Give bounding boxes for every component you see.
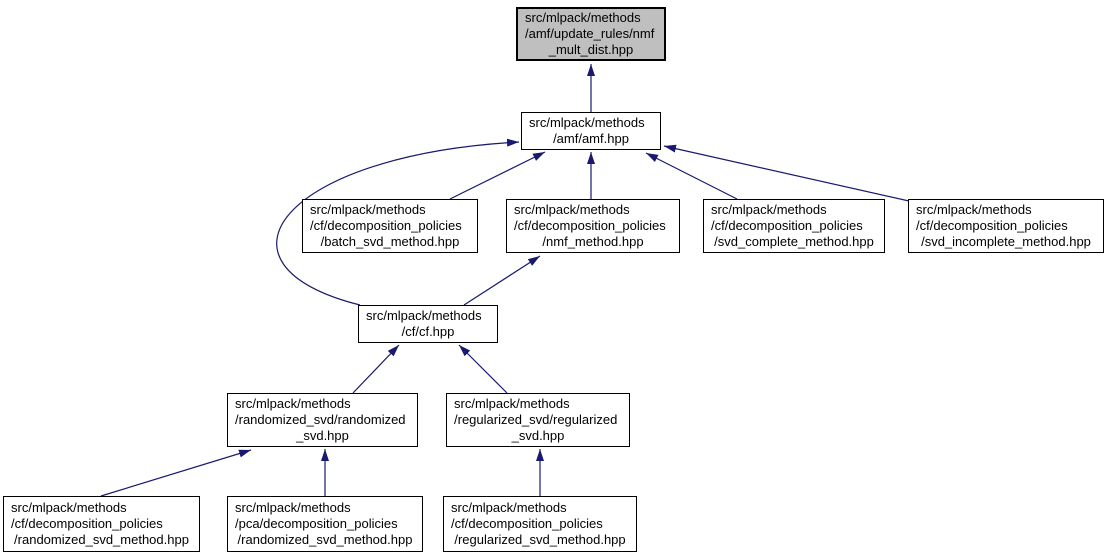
graph-node-label-line: /svd_complete_method.hpp: [714, 234, 874, 249]
graph-node-label-line: _mult_dist.hpp: [548, 42, 634, 57]
graph-node-label-line: /cf/cf.hpp: [401, 324, 455, 339]
edge-randomized_svd-to-cf: [352, 344, 400, 394]
graph-node-nmf_method[interactable]: src/mlpack/methods/cf/decomposition_poli…: [506, 199, 680, 253]
graph-node-label-line: /cf/decomposition_policies: [11, 516, 163, 531]
graph-node-amf[interactable]: src/mlpack/methods/amf/amf.hpp: [521, 112, 661, 150]
graph-node-label-line: src/mlpack/methods: [11, 500, 127, 515]
edge-batch_svd_method-to-amf: [449, 151, 546, 200]
graph-node-label-line: _svd.hpp: [296, 428, 349, 443]
graph-node-label-line: src/mlpack/methods: [235, 396, 351, 411]
edge-cf_randomized_svd_method-to-randomized_svd: [100, 449, 252, 497]
graph-node-nmf_mult_dist[interactable]: src/mlpack/methods/amf/update_rules/nmf_…: [516, 7, 666, 61]
graph-node-label-line: /randomized_svd/randomized: [235, 412, 406, 427]
graph-node-label-line: /regularized_svd_method.hpp: [454, 532, 626, 547]
graph-node-svd_complete[interactable]: src/mlpack/methods/cf/decomposition_poli…: [703, 199, 885, 253]
graph-node-label-line: /amf/update_rules/nmf: [525, 26, 655, 41]
graph-node-pca_randomized_svd_method[interactable]: src/mlpack/methods/pca/decomposition_pol…: [227, 496, 423, 552]
graph-node-regularized_svd[interactable]: src/mlpack/methods/regularized_svd/regul…: [446, 393, 630, 447]
graph-node-label-line: /amf/amf.hpp: [553, 131, 629, 146]
graph-node-label-line: src/mlpack/methods: [235, 500, 351, 515]
graph-node-svd_incomplete[interactable]: src/mlpack/methods/cf/decomposition_poli…: [908, 199, 1104, 253]
graph-node-label-line: /svd_incomplete_method.hpp: [921, 234, 1091, 249]
edge-regularized_svd-to-cf: [458, 344, 508, 394]
graph-node-label-line: src/mlpack/methods: [514, 202, 630, 217]
graph-node-label-line: src/mlpack/methods: [310, 202, 426, 217]
graph-node-cf[interactable]: src/mlpack/methods/cf/cf.hpp: [358, 305, 498, 343]
edge-cf-to-nmf_method: [463, 255, 541, 306]
graph-node-cf_regularized_svd_method[interactable]: src/mlpack/methods/cf/decomposition_poli…: [443, 496, 637, 552]
edge-svd_incomplete-to-amf: [663, 144, 910, 202]
graph-node-randomized_svd[interactable]: src/mlpack/methods/randomized_svd/random…: [227, 393, 418, 447]
graph-node-label-line: /cf/decomposition_policies: [711, 218, 863, 233]
graph-node-label-line: /cf/decomposition_policies: [514, 218, 666, 233]
graph-node-label-line: /randomized_svd_method.hpp: [14, 532, 189, 547]
graph-node-label-line: /cf/decomposition_policies: [916, 218, 1068, 233]
graph-node-label-line: /cf/decomposition_policies: [451, 516, 603, 531]
graph-node-label-line: /regularized_svd/regularized: [454, 412, 618, 427]
graph-node-label-line: _svd.hpp: [511, 428, 565, 443]
graph-node-label-line: /nmf_method.hpp: [542, 234, 644, 249]
graph-node-label-line: /cf/decomposition_policies: [310, 218, 462, 233]
edge-svd_complete-to-amf: [645, 152, 738, 200]
graph-node-label-line: /batch_svd_method.hpp: [320, 234, 460, 249]
graph-node-label-line: src/mlpack/methods: [454, 396, 570, 411]
graph-node-label-line: src/mlpack/methods: [711, 202, 827, 217]
graph-node-label-line: src/mlpack/methods: [451, 500, 567, 515]
graph-node-label-line: src/mlpack/methods: [366, 308, 482, 323]
graph-node-label-line: /randomized_svd_method.hpp: [237, 532, 413, 547]
graph-node-cf_randomized_svd_method[interactable]: src/mlpack/methods/cf/decomposition_poli…: [3, 496, 200, 552]
graph-node-label-line: src/mlpack/methods: [916, 202, 1032, 217]
graph-node-label-line: /pca/decomposition_policies: [235, 516, 398, 531]
graph-node-batch_svd_method[interactable]: src/mlpack/methods/cf/decomposition_poli…: [302, 199, 478, 253]
graph-node-label-line: src/mlpack/methods: [529, 115, 645, 130]
graph-node-label-line: src/mlpack/methods: [525, 10, 641, 25]
